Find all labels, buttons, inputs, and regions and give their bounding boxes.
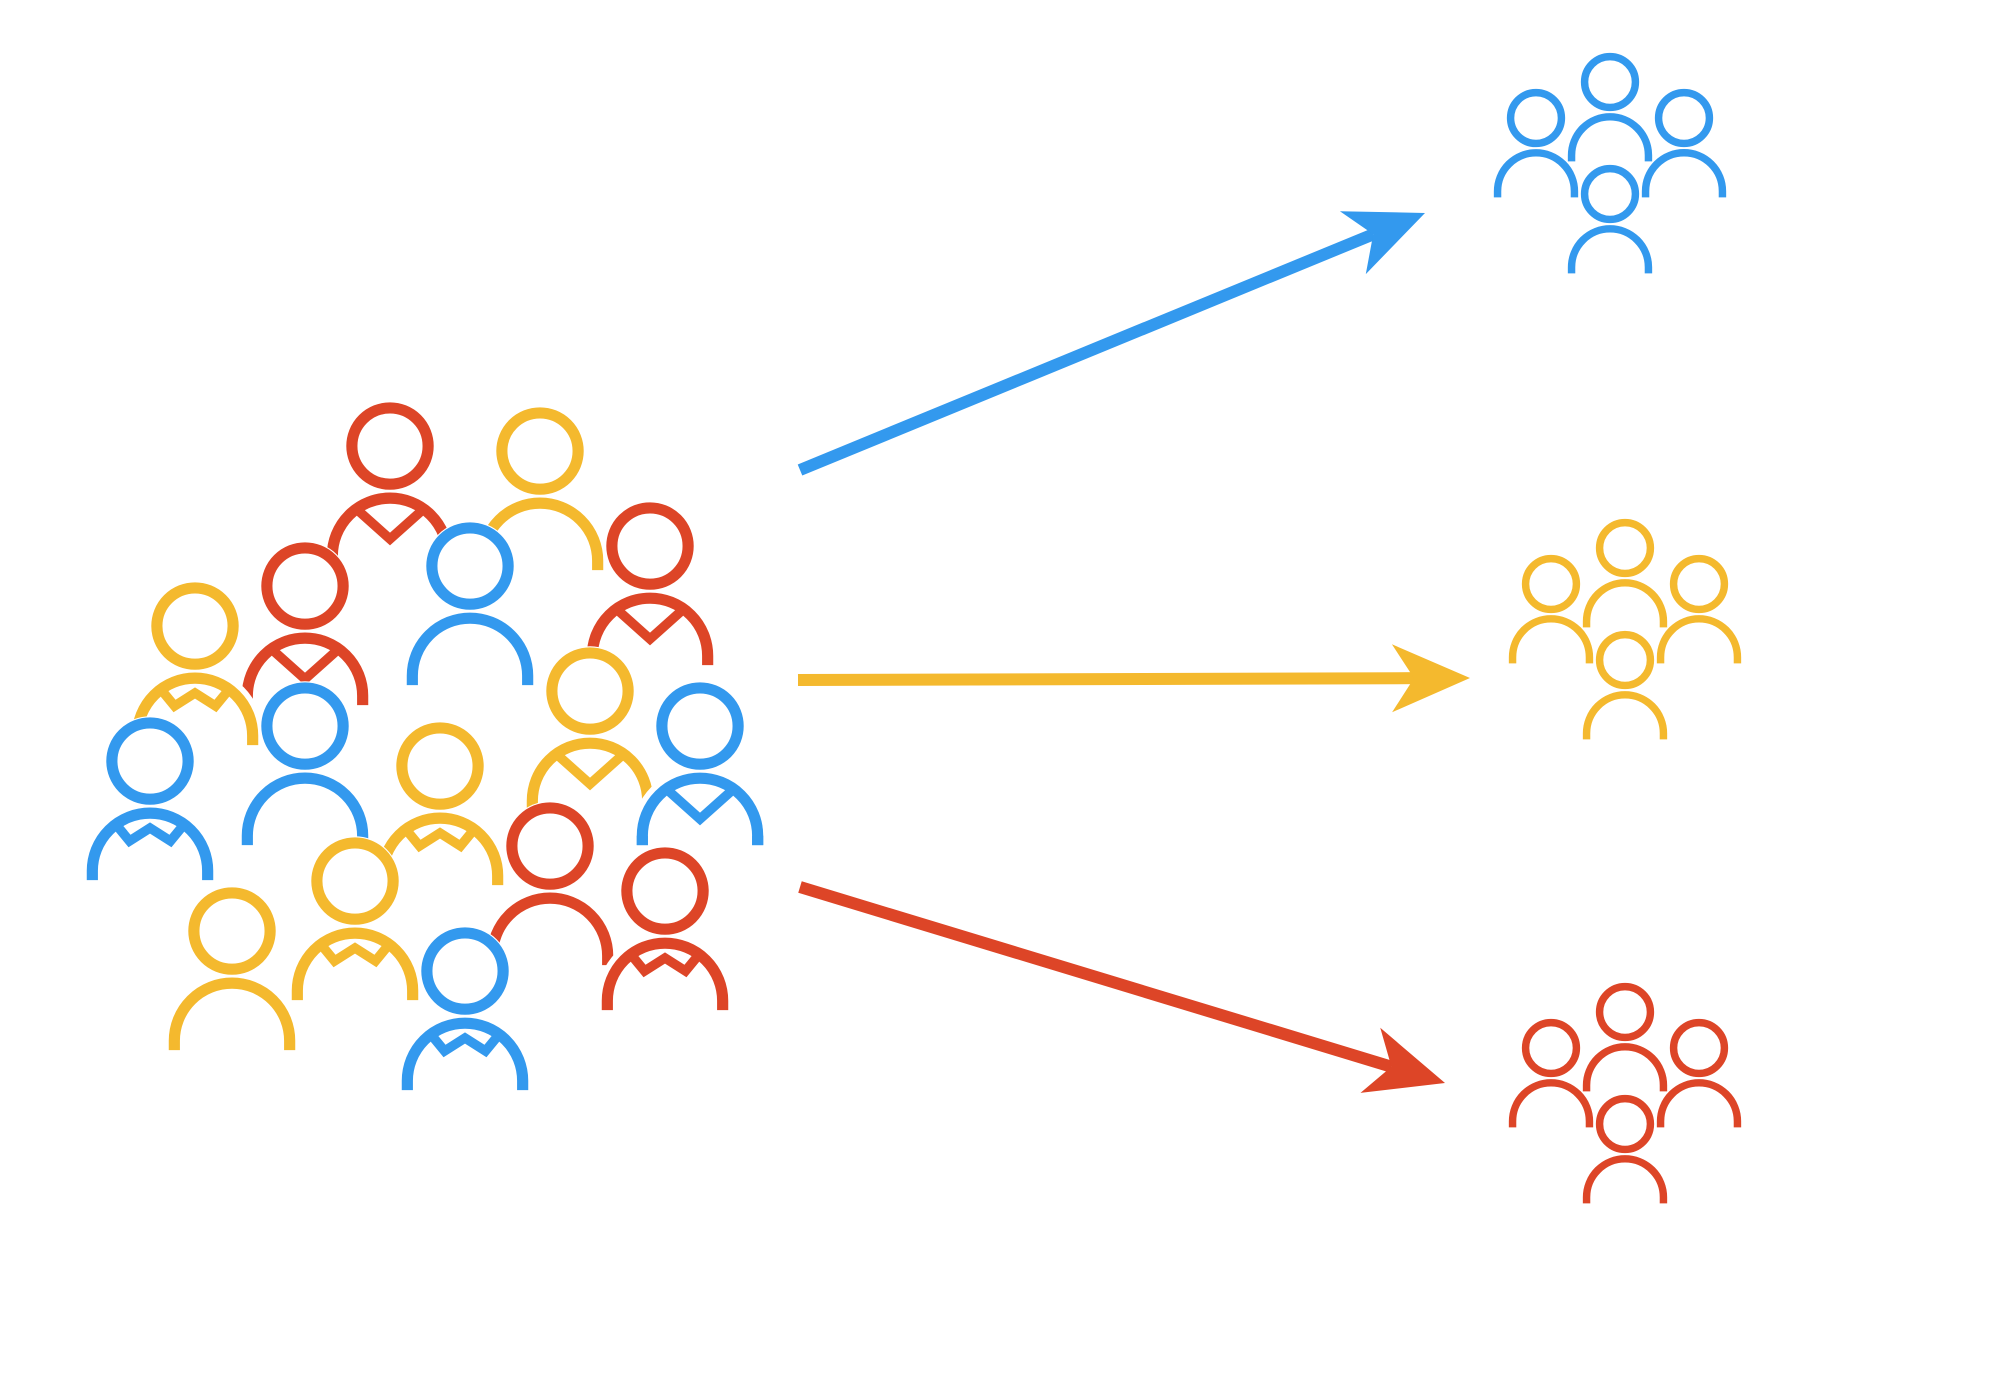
user-group-icon bbox=[1505, 1018, 1597, 1128]
person-icon bbox=[371, 721, 509, 886]
arrowhead-icon bbox=[1339, 211, 1425, 275]
mixed-crowd bbox=[81, 401, 769, 1091]
user-group-icon bbox=[1579, 630, 1671, 740]
arrow-shaft bbox=[797, 672, 1415, 686]
user-group-icon bbox=[1579, 518, 1671, 628]
user-group-icon bbox=[1564, 52, 1656, 162]
arrowhead-icon bbox=[1391, 644, 1470, 713]
user-group-icon bbox=[1653, 1018, 1745, 1128]
arrowhead-icon bbox=[1360, 1027, 1445, 1093]
person-icon bbox=[321, 401, 459, 566]
blue-group bbox=[1490, 52, 1730, 274]
person-icon bbox=[236, 541, 374, 706]
user-group-icon bbox=[1505, 554, 1597, 664]
person-icon bbox=[521, 646, 659, 811]
person-icon bbox=[286, 836, 424, 1001]
user-group-icon bbox=[1564, 164, 1656, 274]
arrow-shaft bbox=[797, 228, 1376, 476]
yellow-group bbox=[1505, 518, 1745, 740]
person-icon bbox=[236, 681, 374, 846]
person-icon bbox=[81, 716, 219, 881]
person-icon bbox=[163, 886, 301, 1051]
user-group-icon bbox=[1579, 1094, 1671, 1204]
segmentation-arrows bbox=[797, 211, 1470, 1093]
user-group-icon bbox=[1653, 554, 1745, 664]
arrow-red bbox=[798, 881, 1445, 1093]
arrow-shaft bbox=[798, 881, 1394, 1073]
arrow-yellow bbox=[797, 644, 1470, 713]
arrow-blue bbox=[797, 211, 1425, 476]
person-icon bbox=[481, 801, 619, 966]
user-group-icon bbox=[1490, 88, 1582, 198]
red-group bbox=[1505, 982, 1745, 1204]
person-icon bbox=[581, 501, 719, 666]
user-group-icon bbox=[1579, 982, 1671, 1092]
person-icon bbox=[126, 581, 264, 746]
person-icon bbox=[631, 681, 769, 846]
segmented-groups bbox=[1490, 52, 1745, 1204]
user-group-icon bbox=[1638, 88, 1730, 198]
person-icon bbox=[471, 406, 609, 571]
person-icon bbox=[401, 521, 539, 686]
person-icon bbox=[396, 926, 534, 1091]
person-icon bbox=[596, 846, 734, 1011]
